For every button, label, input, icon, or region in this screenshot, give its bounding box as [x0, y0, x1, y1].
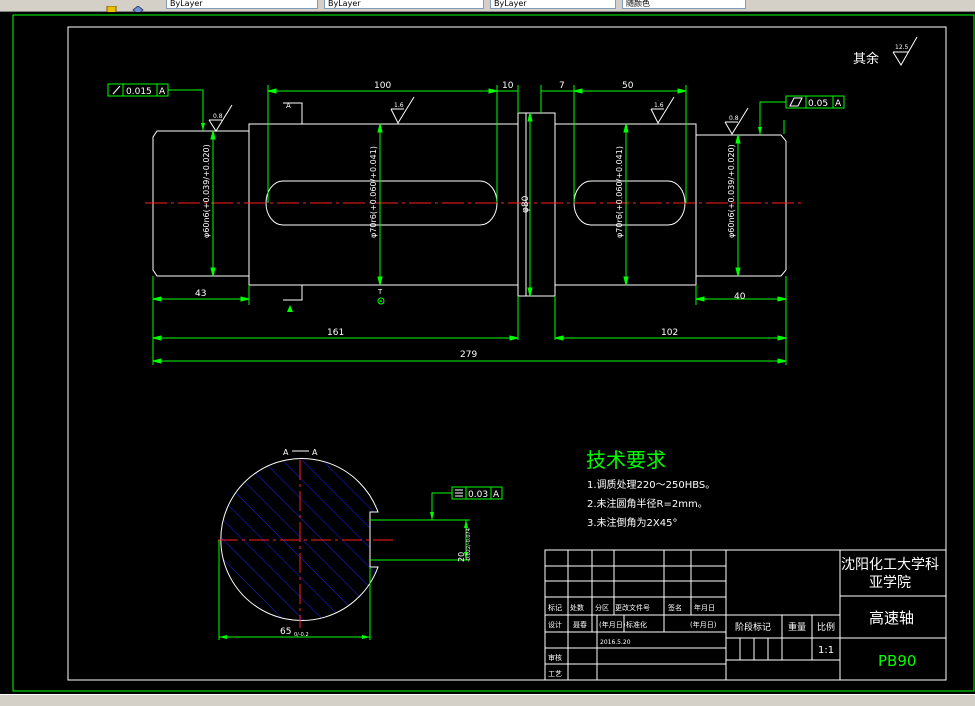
tech-item-2: 2.未注圆角半径R=2mm。: [587, 497, 708, 510]
diameter-dimensions: [210, 112, 741, 297]
dim-65-tol: 0/-0.2: [294, 632, 309, 638]
roughness-08-right: [724, 107, 749, 135]
svg-text:T: T: [377, 288, 383, 296]
svg-text:1:1: 1:1: [818, 645, 834, 656]
part-name: 高速轴: [869, 609, 914, 627]
svg-text:重量: 重量: [788, 621, 806, 633]
roughness-08-left: [208, 104, 233, 132]
section-title-a2: A: [312, 448, 318, 457]
status-bar: [0, 694, 975, 706]
svg-text:0.03: 0.03: [468, 490, 488, 500]
svg-text:0.015: 0.015: [126, 87, 152, 97]
cad-drawing: 其余 12.5: [12, 14, 975, 692]
title-block: [544, 549, 947, 681]
svg-text:1.6: 1.6: [654, 102, 664, 109]
svg-text:A: A: [286, 102, 291, 110]
svg-text:分区: 分区: [595, 603, 609, 612]
dim-65: 65: [280, 627, 291, 637]
school-line2: 亚学院: [869, 575, 911, 591]
svg-text:0.8: 0.8: [729, 115, 739, 122]
svg-text:处数: 处数: [570, 603, 584, 612]
dim-20-tol: -0.022/-0.074: [466, 528, 472, 562]
roughness-default-symbol: 12.5: [892, 36, 918, 66]
roughness-16-key1: [390, 96, 415, 125]
tolerance-frame-left: 0.015 A: [107, 83, 205, 131]
svg-text:A: A: [159, 87, 166, 97]
section-cut-marks: A T: [283, 102, 385, 312]
linetype-control[interactable]: ByLayer: [324, 0, 484, 9]
dia-key1-text: φ70r6(+0.060/+0.041): [369, 146, 378, 238]
svg-text:标记: 标记: [548, 603, 562, 612]
outer-frame: [12, 14, 975, 692]
svg-text:设计: 设计: [548, 620, 562, 629]
svg-text:比例: 比例: [817, 621, 835, 633]
section-title-a1: A: [283, 448, 289, 457]
dia-collar-text: φ80: [521, 195, 531, 213]
svg-text:聂春: 聂春: [573, 620, 587, 629]
layer-state-icon[interactable]: [106, 0, 118, 15]
roughness-note: 其余: [853, 51, 879, 67]
dia-right-text: φ60n6(+0.039/+0.020): [727, 144, 736, 238]
svg-text:(年月日): (年月日): [690, 620, 717, 629]
dim-43: 43: [195, 289, 206, 299]
svg-text:0.05: 0.05: [808, 99, 828, 109]
svg-text:阶段标记: 阶段标记: [735, 621, 771, 633]
school-line1: 沈阳化工大学科: [841, 557, 939, 573]
svg-text:2016.5.20: 2016.5.20: [600, 639, 631, 646]
svg-text:12.5: 12.5: [895, 44, 909, 51]
dim-20: 20: [457, 552, 466, 562]
dim-7: 7: [559, 81, 565, 91]
properties-toolbar: ByLayer ByLayer ByLayer 随颜色: [0, 0, 975, 15]
dim-102: 102: [661, 328, 678, 338]
roughness-16-key2: [650, 96, 675, 125]
svg-text:(年月日): (年月日): [599, 620, 626, 629]
tech-requirements: 技术要求 1.调质处理220～250HBS。 2.未注圆角半径R=2mm。 3.…: [586, 448, 715, 529]
plotstyle-control[interactable]: 随颜色: [622, 0, 746, 9]
svg-text:签名: 签名: [668, 603, 682, 612]
shaft-dimension-lines: [152, 88, 787, 364]
svg-text:1.6: 1.6: [394, 102, 404, 109]
drawing-canvas[interactable]: 其余 12.5: [0, 12, 975, 694]
svg-text:标准化: 标准化: [626, 620, 647, 629]
dim-10: 10: [502, 81, 514, 91]
svg-text:审核: 审核: [548, 653, 562, 662]
svg-text:A: A: [835, 99, 842, 109]
tolerance-frame-right: 0.05 A: [758, 95, 845, 135]
dim-279: 279: [460, 350, 477, 360]
layer-previous-icon[interactable]: [132, 0, 144, 15]
tech-item-3: 3.未注倒角为2X45°: [587, 516, 677, 529]
section-view: A A 65 0/-0.2 20 -0.022/-0.074 0.03 A: [218, 448, 503, 640]
color-control[interactable]: ByLayer: [166, 0, 318, 9]
lineweight-control[interactable]: ByLayer: [490, 0, 616, 9]
shaft-outline: [152, 112, 787, 297]
tech-title: 技术要求: [586, 448, 666, 472]
dim-100: 100: [374, 81, 391, 91]
shaft-extension-lines: [152, 85, 787, 365]
tech-item-1: 1.调质处理220～250HBS。: [587, 479, 715, 491]
drawing-number: PB90: [878, 652, 916, 670]
dim-50: 50: [622, 81, 634, 91]
dia-left-text: φ60n6(+0.039/+0.020): [202, 144, 211, 238]
svg-text:年月日: 年月日: [694, 603, 715, 612]
svg-text:工艺: 工艺: [548, 670, 562, 678]
svg-text:A: A: [493, 490, 500, 500]
dim-40: 40: [734, 292, 746, 302]
dia-key2-text: φ70r6(+0.060/+0.041): [615, 146, 624, 238]
svg-text:0.8: 0.8: [213, 113, 223, 120]
dim-161: 161: [327, 328, 344, 338]
svg-text:更改文件号: 更改文件号: [615, 603, 650, 612]
inner-frame: [67, 26, 947, 681]
